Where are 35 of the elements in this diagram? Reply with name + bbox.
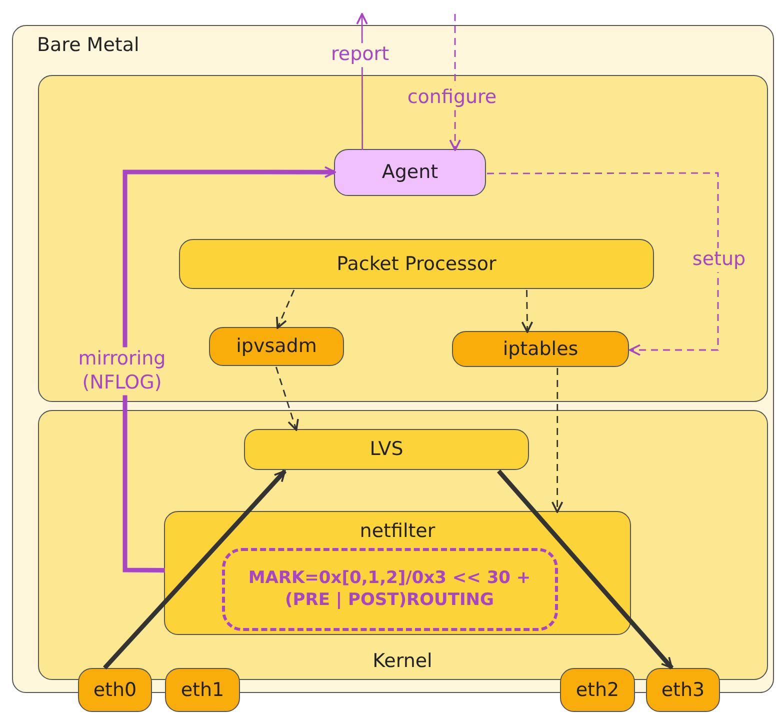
- interface-box: [646, 668, 720, 712]
- interface-box: [78, 668, 152, 712]
- kernel-panel: [38, 410, 768, 680]
- rule-text: MARK=0x[0,1,2]/0x3 << 30 + (PRE | POST)ROUTING: [247, 566, 532, 612]
- node-label: ipvsadm: [236, 335, 317, 358]
- netfilter-box: [164, 511, 631, 635]
- node-label: eth1: [180, 678, 224, 702]
- arrow: [356, 13, 368, 150]
- process-box: [244, 429, 529, 470]
- arrow: [102, 469, 287, 670]
- process-box: [452, 331, 629, 367]
- heading: Bare Metal: [37, 34, 140, 57]
- process-box: [209, 327, 344, 366]
- process-box: [334, 149, 486, 196]
- node-label: eth3: [661, 678, 705, 702]
- node-label: iptables: [502, 338, 578, 360]
- heading: netfilter: [360, 520, 436, 543]
- process-box: [179, 239, 654, 289]
- arrow: [276, 290, 295, 329]
- node-label: Agent: [382, 161, 438, 184]
- arrow: [122, 166, 336, 573]
- node-label: eth0: [93, 678, 137, 702]
- arrow: [487, 172, 719, 356]
- arrow: [496, 470, 674, 670]
- heading: Kernel: [372, 650, 432, 672]
- node-label: Packet Processor: [336, 252, 496, 276]
- interface-box: [165, 668, 240, 712]
- arrow: [521, 290, 534, 333]
- node-label: LVS: [370, 438, 404, 461]
- interface-box: [560, 668, 635, 712]
- arrow: [449, 14, 461, 151]
- node-label: eth2: [576, 678, 620, 702]
- arrow: [551, 368, 564, 513]
- arrow: [275, 366, 299, 431]
- panel-background: [38, 74, 768, 402]
